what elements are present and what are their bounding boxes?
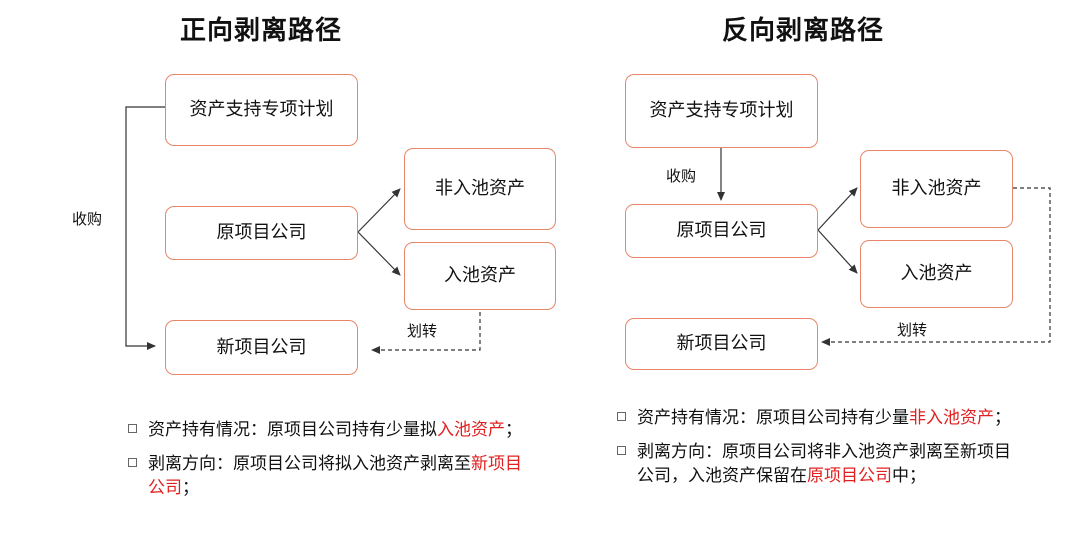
square-bullet-icon	[617, 446, 626, 455]
right-box-spv: 资产支持专项计划	[625, 74, 818, 148]
left-arrow-to-non-pool	[357, 188, 401, 233]
left-transfer-line	[371, 312, 481, 354]
left-bullet-holding: 资产持有情况：原项目公司持有少量拟入池资产；	[128, 418, 528, 442]
right-bullet-holding: 资产持有情况：原项目公司持有少量非入池资产；	[617, 406, 1013, 430]
left-label-transfer: 划转	[407, 322, 438, 340]
left-title: 正向剥离路径	[180, 16, 343, 46]
right-transfer-line	[821, 187, 1051, 346]
right-box-original-company: 原项目公司	[625, 204, 818, 258]
right-label-transfer: 划转	[897, 321, 928, 339]
left-label-acquire: 收购	[72, 210, 103, 228]
right-box-pool-assets: 入池资产	[860, 240, 1013, 308]
left-box-pool-assets: 入池资产	[404, 242, 556, 310]
square-bullet-icon	[128, 424, 137, 433]
left-box-new-company: 新项目公司	[165, 320, 358, 375]
square-bullet-icon	[617, 412, 626, 421]
right-arrow-to-pool	[817, 229, 858, 274]
left-box-non-pool-assets: 非入池资产	[404, 148, 556, 230]
left-bullet-direction: 剥离方向：原项目公司将拟入池资产剥离至新项目公司；	[128, 452, 528, 500]
right-bullets: 资产持有情况：原项目公司持有少量非入池资产； 剥离方向：原项目公司将非入池资产剥…	[617, 406, 1013, 498]
left-box-spv: 资产支持专项计划	[165, 74, 358, 146]
left-arrow-to-pool	[357, 231, 401, 276]
left-bullets: 资产持有情况：原项目公司持有少量拟入池资产； 剥离方向：原项目公司将拟入池资产剥…	[128, 418, 528, 510]
right-label-acquire: 收购	[666, 167, 697, 185]
left-acquire-line	[125, 106, 165, 350]
right-box-non-pool-assets: 非入池资产	[860, 150, 1013, 228]
right-arrow-to-non-pool	[817, 187, 858, 231]
right-title: 反向剥离路径	[722, 16, 885, 46]
left-box-original-company: 原项目公司	[165, 206, 358, 260]
right-bullet-direction: 剥离方向：原项目公司将非入池资产剥离至新项目公司，入池资产保留在原项目公司中；	[617, 440, 1013, 488]
square-bullet-icon	[128, 458, 137, 467]
right-box-new-company: 新项目公司	[625, 318, 818, 370]
